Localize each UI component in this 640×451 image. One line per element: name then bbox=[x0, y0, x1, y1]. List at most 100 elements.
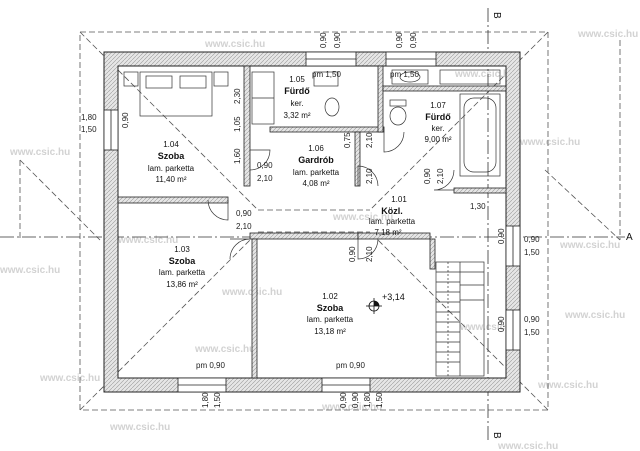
room-1-07-label: 1.07 Fürdő ker. 9,00 m² bbox=[424, 101, 451, 144]
dimension-label: 1,80 bbox=[363, 392, 372, 408]
fixtures bbox=[123, 69, 501, 177]
room-1-06-label: 1.06 Gardrób lam. parketta 4,08 m² bbox=[293, 144, 340, 188]
watermark-text: www.csic.hu bbox=[454, 69, 515, 80]
watermark-text: www.csic.hu bbox=[194, 344, 255, 355]
section-b-bottom-label: B bbox=[491, 432, 502, 439]
dimension-label: 2,10 bbox=[236, 222, 252, 231]
watermark-text: www.csic.hu bbox=[537, 380, 598, 391]
dimension-label: pm 1,50 bbox=[312, 70, 341, 79]
watermark-layer: www.csic.hu www.csic.hu www.csic.hu www.… bbox=[0, 29, 638, 451]
dimension-label: 2,10 bbox=[365, 168, 374, 184]
room-floor: lam. parketta bbox=[159, 268, 206, 277]
dimension-label: 0,90 bbox=[236, 209, 252, 218]
toilet bbox=[324, 97, 340, 117]
watermark-text: www.csic.hu bbox=[9, 147, 70, 158]
watermark-text: www.csic.hu bbox=[332, 212, 393, 223]
dimension-label: 1,50 bbox=[81, 125, 97, 134]
dimension-label: 0,90 bbox=[121, 112, 130, 128]
dimension-label: 1,50 bbox=[524, 248, 540, 257]
room-floor: lam. parketta bbox=[369, 217, 416, 226]
dimension-label: 1,80 bbox=[81, 113, 97, 122]
dimension-labels: 0,90 0,90 0,90 0,90 pm 1,50 pm 1,50 1,80… bbox=[81, 32, 540, 408]
watermark-text: www.csic.hu bbox=[564, 310, 625, 321]
watermark-text: www.csic.hu bbox=[519, 137, 580, 148]
room-name: Fürdő bbox=[284, 86, 310, 96]
watermark-text: www.csic.hu bbox=[577, 29, 638, 40]
room-area: 4,08 m² bbox=[302, 179, 329, 188]
room-1-01-label: 1.01 Közl. lam. parketta 7,18 m² bbox=[369, 195, 416, 237]
shower bbox=[439, 69, 501, 85]
outer-walls bbox=[103, 51, 521, 393]
room-1-04-label: 1.04 Szoba lam. parketta 11,40 m² bbox=[148, 140, 195, 184]
dimension-label: 1,50 bbox=[524, 328, 540, 337]
dimension-label: 0,90 bbox=[348, 246, 357, 262]
room-floor: ker. bbox=[432, 124, 445, 133]
elevation-marker: +3,14 bbox=[366, 292, 405, 314]
room-1-05-label: 1.05 Fürdő ker. 3,32 m² bbox=[283, 75, 310, 120]
watermark-text: www.csic.hu bbox=[117, 235, 178, 246]
dimension-label: 0,90 bbox=[524, 315, 540, 324]
dimension-label: 1,30 bbox=[470, 202, 486, 211]
room-number: 1.06 bbox=[308, 144, 324, 153]
doors bbox=[207, 131, 455, 260]
watermark-text: www.csic.hu bbox=[0, 265, 60, 276]
dimension-label: 0,90 bbox=[524, 235, 540, 244]
room-name: Gardrób bbox=[298, 155, 334, 165]
room-number: 1.02 bbox=[322, 292, 338, 301]
dimension-label: pm 1,50 bbox=[390, 70, 419, 79]
dimension-label: 0,90 bbox=[497, 228, 506, 244]
dimension-label: 0,90 bbox=[497, 316, 506, 332]
room-area: 11,40 m² bbox=[156, 175, 187, 184]
dimension-label: 0,90 bbox=[339, 392, 348, 408]
room-area: 9,00 m² bbox=[424, 135, 451, 144]
watermark-text: www.csic.hu bbox=[109, 422, 170, 433]
windows bbox=[103, 51, 521, 393]
dimension-label: 0,90 bbox=[351, 392, 360, 408]
dimension-label: 2,30 bbox=[233, 88, 242, 104]
dimension-label: 0,90 bbox=[395, 32, 404, 48]
room-area: 13,86 m² bbox=[166, 280, 198, 289]
dimension-label: pm 0,90 bbox=[196, 361, 225, 370]
dimension-label: 0,90 bbox=[409, 32, 418, 48]
section-b-top-label: B bbox=[491, 12, 502, 19]
watermark-text: www.csic.hu bbox=[321, 402, 382, 413]
elevation-label: +3,14 bbox=[382, 292, 405, 302]
room-area: 7,18 m² bbox=[374, 228, 401, 237]
room-name: Szoba bbox=[169, 256, 196, 266]
room-floor: lam. parketta bbox=[293, 168, 340, 177]
room-floor: lam. parketta bbox=[148, 164, 195, 173]
room-area: 13,18 m² bbox=[314, 327, 346, 336]
watermark-text: www.csic.hu bbox=[204, 39, 265, 50]
dimension-label: 1,80 bbox=[201, 392, 210, 408]
room-name: Szoba bbox=[317, 303, 344, 313]
room-1-02-label: 1.02 Szoba lam. parketta 13,18 m² bbox=[307, 292, 354, 336]
dimension-label: 0,90 bbox=[257, 161, 273, 170]
dimension-label: 0,90 bbox=[319, 32, 328, 48]
room-1-03-label: 1.03 Szoba lam. parketta 13,86 m² bbox=[159, 245, 206, 289]
staircase bbox=[435, 261, 485, 377]
bathtub bbox=[459, 93, 501, 177]
room-number: 1.04 bbox=[163, 140, 179, 149]
watermark-text: www.csic.hu bbox=[559, 240, 620, 251]
room-name: Szoba bbox=[158, 151, 185, 161]
double-bed bbox=[139, 71, 213, 117]
section-markers: A B B bbox=[491, 12, 633, 439]
room-floor: lam. parketta bbox=[307, 315, 354, 324]
room-number: 1.05 bbox=[289, 75, 305, 84]
dimension-label: 1,05 bbox=[233, 116, 242, 132]
room-number: 1.01 bbox=[391, 195, 407, 204]
dimension-label: 0,90 bbox=[333, 32, 342, 48]
section-a-label: A bbox=[626, 232, 633, 243]
toilet-2 bbox=[389, 106, 407, 126]
watermark-text: www.csic.hu bbox=[39, 373, 100, 384]
room-name: Fürdő bbox=[425, 112, 451, 122]
dimension-label: 2,10 bbox=[436, 168, 445, 184]
dimension-label: 1,50 bbox=[213, 392, 222, 408]
dimension-label: 2,10 bbox=[365, 132, 374, 148]
watermark-text: www.csic.hu bbox=[459, 322, 520, 333]
dimension-label: 0,75 bbox=[343, 132, 352, 148]
room-name: Közl. bbox=[381, 206, 403, 216]
watermark-text: www.csic.hu bbox=[497, 441, 558, 451]
washbasin bbox=[313, 71, 339, 87]
dimension-label: 1,60 bbox=[233, 148, 242, 164]
